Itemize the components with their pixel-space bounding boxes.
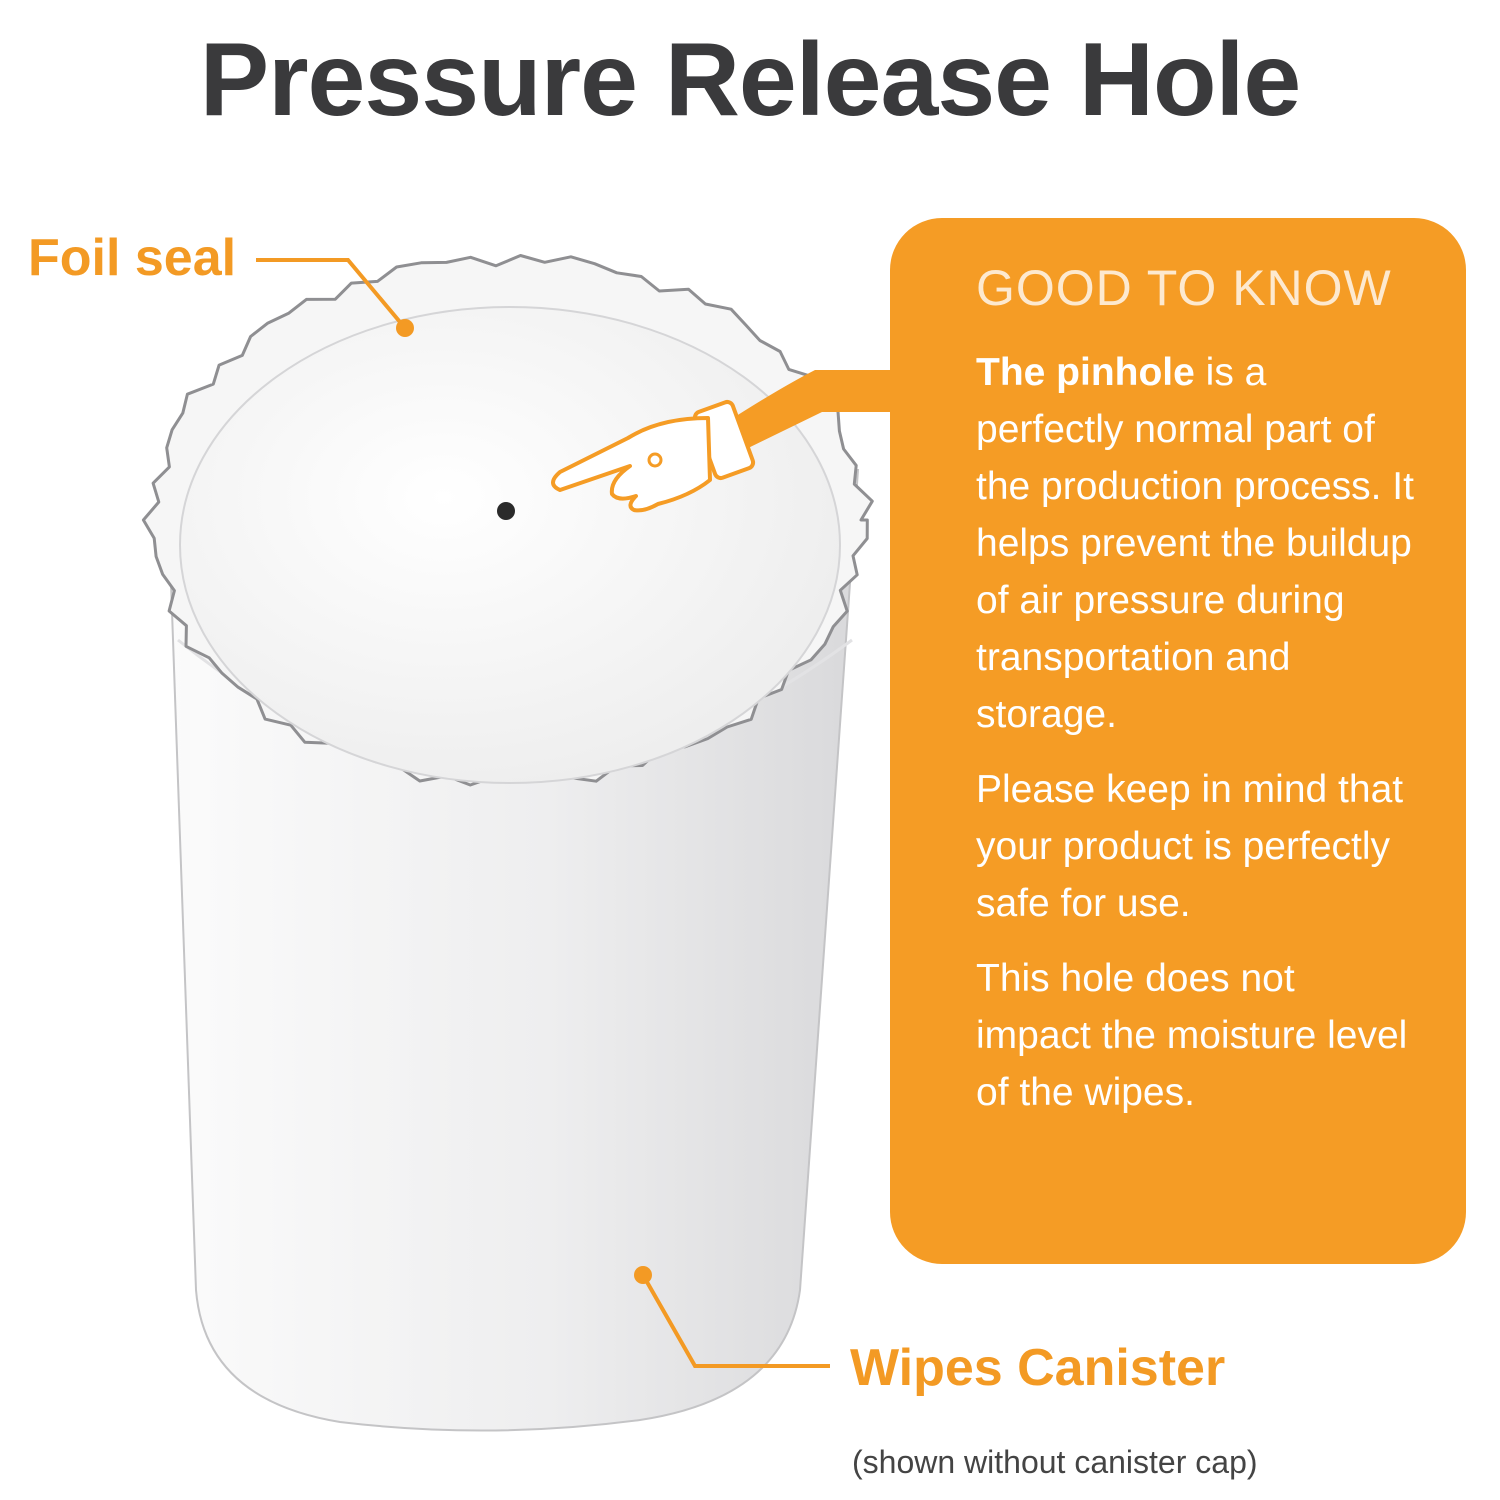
canister-top <box>179 306 841 784</box>
canister-leader <box>634 1266 830 1368</box>
card-paragraph-moisture: This hole does not impact the moisture l… <box>976 956 1408 1114</box>
foil-seal-leader <box>256 258 414 337</box>
foil-seal-label: Foil seal <box>28 229 237 287</box>
canister-note: (shown without canister cap) <box>852 1444 1258 1480</box>
pinhole-dot <box>497 502 515 520</box>
card-heading: GOOD TO KNOW <box>976 260 1392 316</box>
pinhole-explanation: is a perfectly normal part of the produc… <box>976 350 1414 736</box>
pinhole-emphasis: The pinhole <box>976 350 1195 394</box>
pointing-hand-icon <box>551 370 890 513</box>
page-title: Pressure Release Hole <box>199 22 1302 138</box>
card-paragraph-pinhole: The pinhole is a perfectly normal part o… <box>976 344 1416 743</box>
good-to-know-card: GOOD TO KNOW The pinhole is a perfectly … <box>890 218 1466 1264</box>
wipes-canister-label: Wipes Canister <box>850 1339 1226 1397</box>
card-paragraph-safety: Please keep in mind that your product is… <box>976 767 1404 925</box>
